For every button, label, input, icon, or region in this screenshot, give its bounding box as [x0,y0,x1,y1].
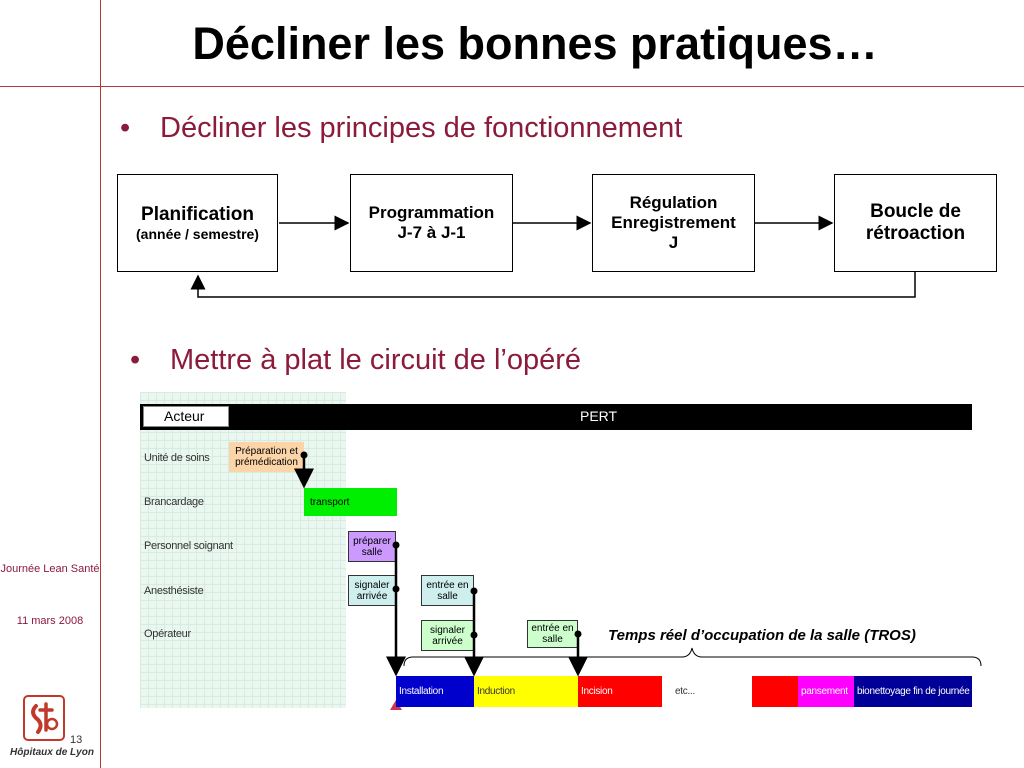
prog-line2: J-7 à J-1 [397,223,466,242]
event-name: Journée Lean Santé [0,563,100,575]
boucle-line1: Boucle de [870,201,961,222]
event-date: 11 mars 2008 [16,615,84,627]
flow-connectors [190,215,916,298]
timeline-bionettoyage: bionettoyage fin de journée [854,676,972,707]
actor-anesthesiste: Anesthésiste [144,585,204,597]
tros-label: Temps réel d’occupation de la salle (TRO… [608,627,916,644]
horizontal-rule [0,86,1024,87]
timeline-incision: Incision [578,676,662,707]
reg-line2: Enregistrement [611,213,736,232]
task-signaler-anesth: signaler arrivée [348,575,396,606]
vertical-rule [100,0,101,768]
timeline-pansement: pansement [798,676,854,707]
timeline-red-block [752,676,798,707]
task-transport: transport [304,488,397,516]
task-entree-anesth: entrée en salle [421,575,474,606]
reg-line3: J [668,233,679,252]
timeline-etc: etc... [675,686,695,697]
task-preparer-salle: préparer salle [348,531,396,562]
regulation-box: Régulation Enregistrement J [592,174,755,272]
hopitaux-lyon-logo-icon [23,695,65,741]
prog-line1: Programmation [368,203,495,222]
pert-header: PERT [580,408,618,424]
logo-text: Hôpitaux de Lyon [10,747,94,758]
feedback-arrow [190,272,916,298]
bullet-1: •Décliner les principes de fonctionnemen… [120,112,683,144]
actor-personnel-soignant: Personnel soignant [144,540,233,552]
page-number: 13 [70,734,83,746]
task-signaler-operateur: signaler arrivée [421,620,474,651]
pert-header-bar [140,404,972,430]
planif-title: Planification [141,204,254,225]
actor-header: Acteur [143,406,229,427]
reg-line1: Régulation [629,193,718,212]
boucle-box: Boucle de rétroaction [834,174,997,272]
bullet-1-text: Décliner les principes de fonctionnement [160,112,683,144]
slide-title: Décliner les bonnes pratiques… [192,18,878,69]
boucle-line2: rétroaction [865,223,966,244]
task-entree-operateur: entrée en salle [527,620,578,648]
actor-unite-soins: Unité de soins [144,452,210,464]
actor-operateur: Opérateur [144,628,191,640]
planif-sub: (année / semestre) [136,226,259,242]
planification-box: Planification (année / semestre) [117,174,278,272]
bullet-2-text: Mettre à plat le circuit de l’opéré [170,344,582,376]
timeline-installation: Installation [396,676,474,707]
timeline-induction: Induction [474,676,578,707]
programmation-box: Programmation J-7 à J-1 [350,174,513,272]
task-preparation: Préparation et prémédication [229,442,304,472]
actor-brancardage: Brancardage [144,496,204,508]
bullet-2: •Mettre à plat le circuit de l’opéré [130,344,582,376]
tros-brace [403,647,982,667]
